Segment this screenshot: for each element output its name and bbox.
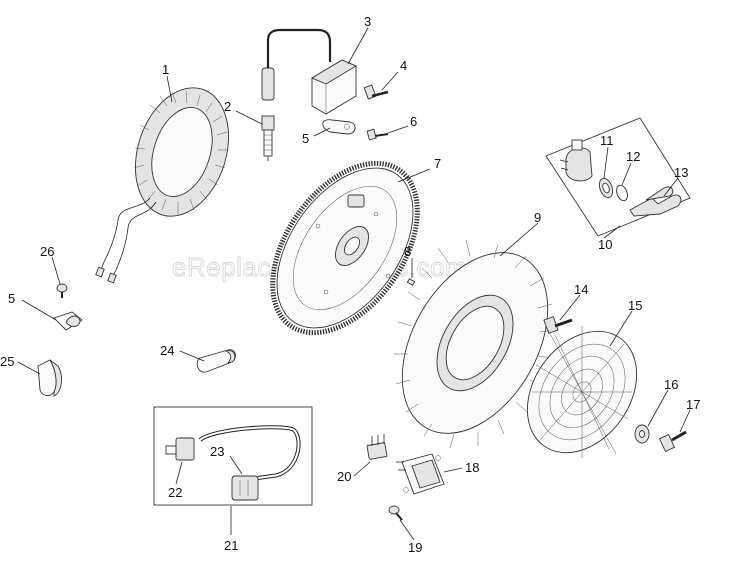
callout-11: 11 <box>600 133 614 148</box>
wire-harness-part <box>153 406 313 506</box>
screw-26-part <box>56 283 68 298</box>
callout-17: 17 <box>686 397 700 412</box>
callout-21: 21 <box>224 538 238 553</box>
callout-25: 25 <box>0 354 14 369</box>
callout-16: 16 <box>664 377 678 392</box>
callout-5-lower: 5 <box>8 291 15 306</box>
callout-19: 19 <box>408 540 422 555</box>
clip-5-lower-part <box>53 311 83 331</box>
callout-18: 18 <box>465 460 479 475</box>
callout-8: 8 <box>404 244 411 259</box>
regulator-part <box>396 453 445 495</box>
callout-2: 2 <box>224 99 231 114</box>
leader-lines <box>17 27 691 541</box>
callout-3: 3 <box>364 14 371 29</box>
callout-26: 26 <box>40 244 54 259</box>
connector-24-part <box>196 349 236 373</box>
ignition-module-part <box>261 28 357 115</box>
callout-24: 24 <box>160 343 174 358</box>
callout-13: 13 <box>674 165 688 180</box>
spark-plug-part <box>261 115 275 161</box>
screw-6-part <box>366 128 389 141</box>
stator-part <box>95 87 230 284</box>
screw-4-part <box>363 84 389 100</box>
clip-5-upper-part <box>322 119 356 135</box>
callout-7: 7 <box>434 156 441 171</box>
terminal-part <box>366 434 388 460</box>
washer-part <box>634 424 650 444</box>
callout-1: 1 <box>162 62 169 77</box>
callout-10: 10 <box>598 237 612 252</box>
flywheel-part <box>270 160 420 336</box>
callout-6: 6 <box>410 114 417 129</box>
callout-4: 4 <box>400 58 407 73</box>
callout-15: 15 <box>628 298 642 313</box>
bolt-14-part <box>543 316 573 334</box>
bolt-17-part <box>658 430 687 453</box>
key-part <box>406 278 416 286</box>
screen-part <box>526 326 638 458</box>
bracket-25-part <box>37 359 62 397</box>
callout-9: 9 <box>534 210 541 225</box>
switch-kit-part <box>545 117 691 237</box>
callout-numbers: 1 2 3 4 5 6 7 8 9 10 11 12 13 14 15 16 1… <box>0 14 700 555</box>
callout-12: 12 <box>626 149 640 164</box>
callout-20: 20 <box>337 469 351 484</box>
callout-22: 22 <box>168 485 182 500</box>
callout-5-upper: 5 <box>302 131 309 146</box>
callout-14: 14 <box>574 282 588 297</box>
fan-part <box>394 239 556 449</box>
callout-23: 23 <box>210 444 224 459</box>
screw-19-part <box>388 505 403 521</box>
